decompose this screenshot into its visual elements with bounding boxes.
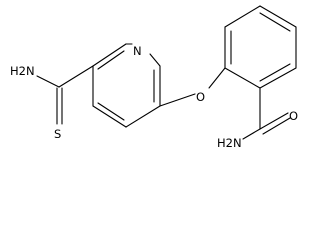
- benzene-bond-3-inner: [259, 12, 291, 32]
- bond-amide-c-o-double-2: [262, 117, 291, 135]
- pyridine-bond-1: [92, 43, 127, 67]
- ether-oxygen-label: O: [196, 90, 205, 104]
- thioamide-group: [36, 65, 94, 125]
- benzene-bond-3: [259, 5, 297, 28]
- benzene-bond-5: [259, 67, 297, 89]
- pyridine-nitrogen-label: N: [133, 44, 142, 58]
- bond-amide-c-o-double-1: [259, 112, 289, 130]
- benzene-ring: [224, 5, 297, 89]
- amide-oxygen-label: O: [289, 109, 298, 123]
- pyridine-ring: [92, 43, 161, 128]
- molecule-structure-diagram: H2N S N O O H2N: [10, 5, 298, 150]
- bond-amide-c-n: [242, 128, 261, 140]
- pyridine-bond-3: [149, 53, 161, 67]
- benzene-bond-5-inner: [259, 63, 291, 82]
- benzene-bond-2: [224, 5, 261, 28]
- amide-group: [242, 87, 291, 140]
- thioamide-sulfur-label: S: [54, 127, 61, 141]
- benzene-bond-6: [224, 67, 261, 89]
- pyridine-bond-5: [125, 105, 161, 128]
- thioamide-amine-label: H2N: [10, 64, 35, 78]
- bond-c-ring-pyridine: [58, 65, 94, 88]
- bond-pyridine-oxygen: [159, 93, 196, 107]
- pyridine-bond-6: [92, 105, 127, 128]
- bond-oxygen-benzene: [208, 67, 226, 89]
- amide-amine-label: H2N: [217, 136, 242, 150]
- pyridine-bond-1-inner: [97, 50, 125, 70]
- pyridine-bond-6-inner: [97, 102, 125, 121]
- ether-linkage: [159, 67, 226, 107]
- bond-c-n-thioamide: [36, 75, 60, 88]
